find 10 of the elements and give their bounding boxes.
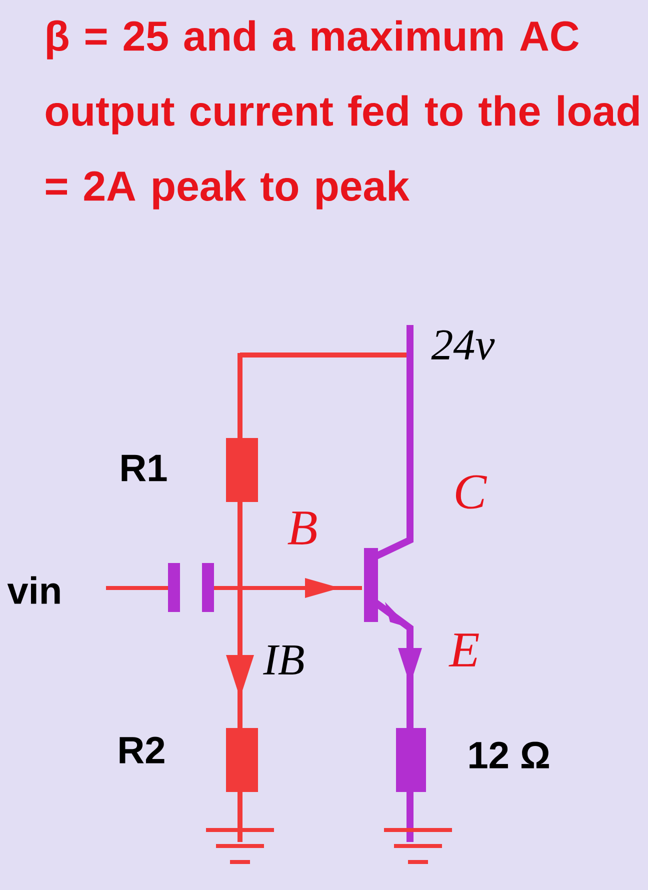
component-label: R2 <box>120 736 164 764</box>
circuit-label: IB <box>263 646 304 674</box>
terminal-label: E <box>448 634 479 666</box>
title: β = 25 and a maximum AC output current fed to the load = 2A peak to peak <box>46 20 639 210</box>
terminal-label: C <box>456 475 488 509</box>
component-label: R1 <box>122 454 167 482</box>
component-label: 12 Ω <box>470 742 549 768</box>
circuit-label: 24v <box>431 330 495 360</box>
component-label: vin <box>7 576 60 604</box>
terminal-label: B <box>288 512 317 544</box>
